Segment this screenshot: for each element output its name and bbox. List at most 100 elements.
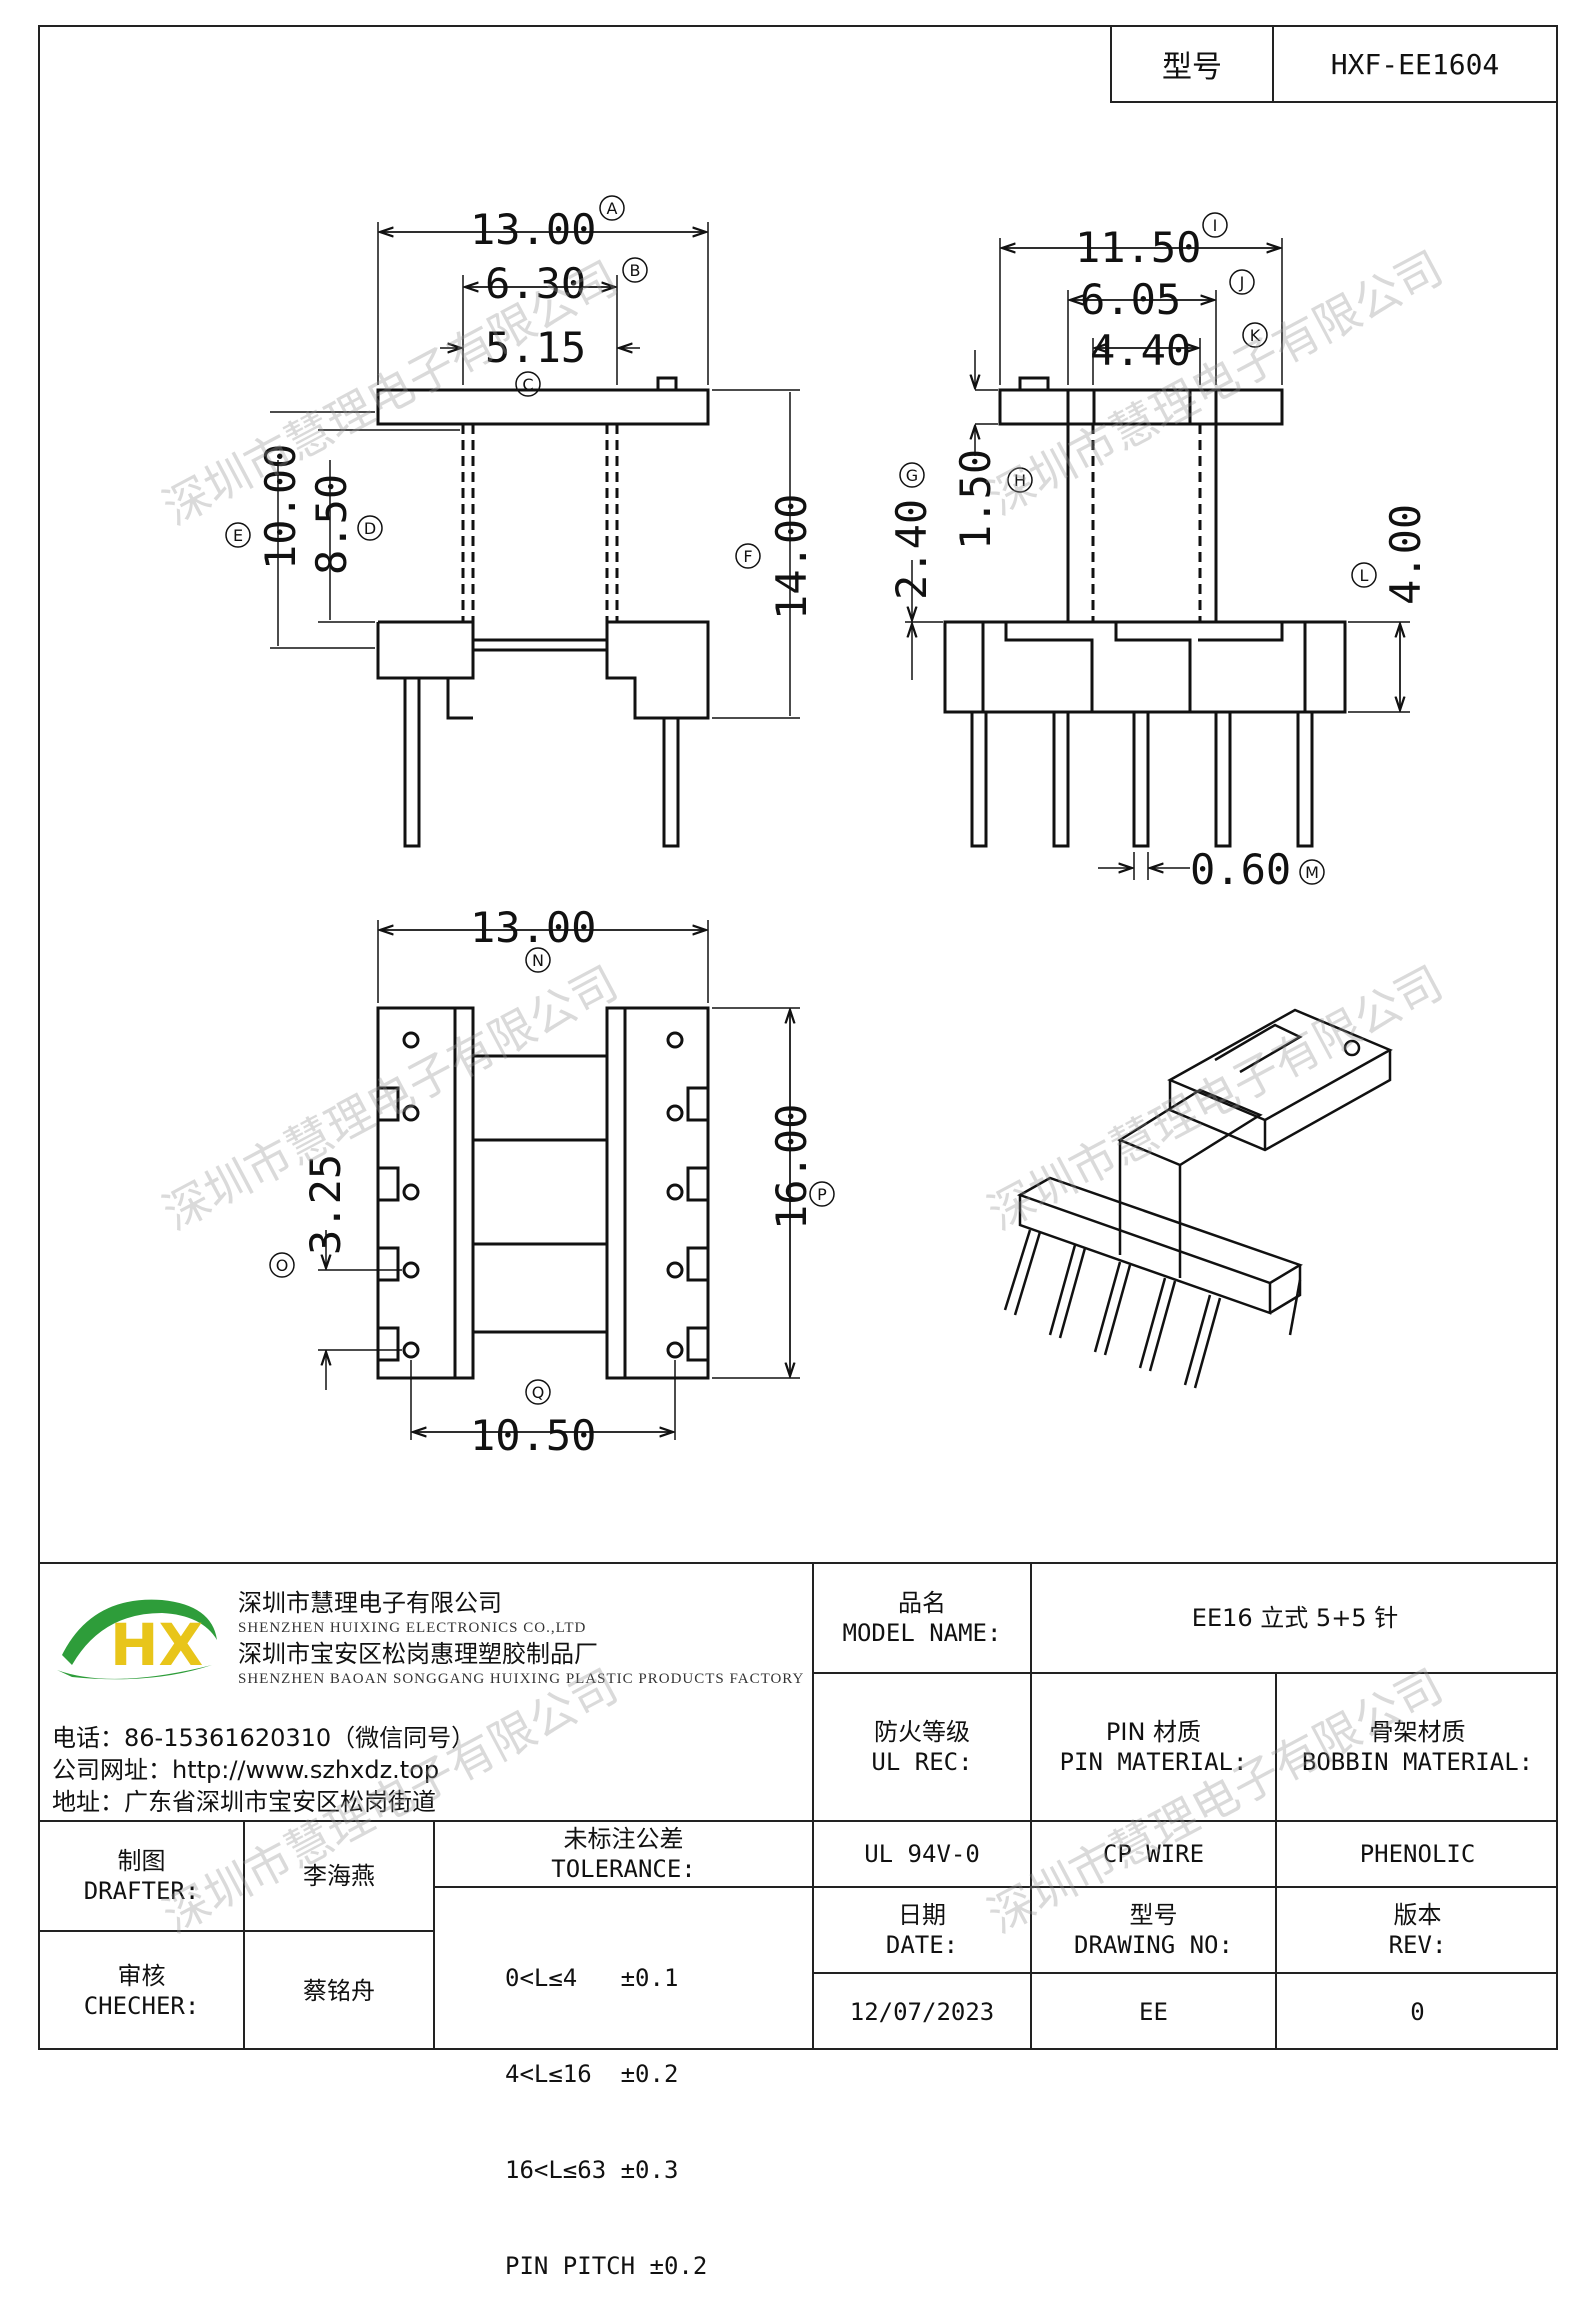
titleblock-hline-1 [812,1672,1558,1674]
svg-text:E: E [233,526,243,545]
bobbin-material-label-en: BOBBIN MATERIAL: [1301,1748,1534,1776]
drafter-label-cn: 制图 [117,1847,166,1875]
contact-address: 地址：广东省深圳市宝安区松岗街道 [52,1788,436,1816]
dim-B-text: 6.30 [485,259,586,308]
checker-label-cn: 审核 [117,1962,166,1990]
fire-rating-label-cn: 防火等级 [874,1718,970,1746]
callout-M: M [1299,859,1325,885]
logo-text: HX [110,1611,203,1679]
drawing-no-label-cn: 型号 [1129,1901,1178,1929]
fire-rating-label-en: UL REC: [871,1748,973,1776]
titleblock-vline-5 [243,1820,245,2050]
drawing-no-label: 型号 DRAWING NO: [1032,1888,1275,1972]
fire-rating-value: UL 94V-0 [864,1840,980,1868]
svg-text:L: L [1360,566,1369,585]
front-view [270,222,800,848]
pin-material-label-cn: PIN 材质 [1105,1718,1202,1746]
callout-O: O [269,1252,295,1278]
tolerance-label: 未标注公差 TOLERANCE: [435,1822,812,1886]
svg-text:O: O [276,1256,289,1275]
svg-text:C: C [522,375,533,394]
svg-text:Q: Q [532,1383,545,1402]
product-name-label-en: MODEL NAME: [842,1619,1002,1647]
dim-H-text: 1.50 [951,449,1000,550]
tolerance-line: PIN PITCH ±0.2 [505,2252,708,2280]
dim-I-text: 11.50 [1075,223,1201,272]
date-label-cn: 日期 [898,1901,946,1929]
contact-block: 电话：86-15361620310（微信同号） 公司网址：http://www.… [52,1722,475,1818]
titleblock-vline-4 [812,1820,814,2050]
date-value: 12/07/2023 [849,1998,995,2026]
callout-A: A [599,195,625,221]
callout-P: P [809,1181,835,1207]
company-name-en: SHENZHEN HUIXING ELECTRONICS CO.,LTD [238,1620,587,1637]
company-name-block: 深圳市慧理电子有限公司 SHENZHEN HUIXING ELECTRONICS… [238,1588,804,1689]
svg-text:K: K [1250,326,1261,345]
titleblock-vline-2 [1030,1562,1032,2050]
callout-I: I [1202,212,1228,238]
product-name-label-cn: 品名 [898,1589,946,1617]
dim-P-text: 16.00 [767,1104,816,1230]
callout-G: G [899,462,925,488]
tolerance-label-cn: 未标注公差 [563,1825,684,1853]
callout-B: B [622,257,648,283]
isometric-view [1003,1008,1393,1389]
drafter-label-en: DRAFTER: [83,1877,200,1905]
tolerance-line: 0<L≤4 ±0.1 [505,1964,679,1992]
callout-H: H [1007,467,1033,493]
dim-D-text: 8.50 [307,474,356,575]
bottom-view [318,920,800,1440]
date-label: 日期 DATE: [814,1888,1030,1972]
revision-label-en: REV: [1388,1931,1447,1959]
factory-name-en: SHENZHEN BAOAN SONGGANG HUIXING PLASTIC … [238,1670,805,1687]
callout-C: C [515,371,541,397]
svg-text:M: M [1305,863,1319,882]
company-name-cn: 深圳市慧理电子有限公司 [238,1589,502,1617]
revision-label: 版本 REV: [1277,1888,1558,1972]
bobbin-material-label-cn: 骨架材质 [1369,1718,1466,1746]
dim-O-text: 3.25 [301,1154,350,1255]
titleblock-hline-4 [812,1972,1558,1974]
dim-C-text: 5.15 [485,323,586,372]
dim-J-text: 6.05 [1080,275,1181,324]
drafter-value: 李海燕 [303,1862,375,1890]
svg-text:J: J [1239,273,1245,292]
titleblock-hline-3 [812,1886,1558,1888]
drafter-label: 制图 DRAFTER: [40,1822,243,1930]
callout-J: J [1229,269,1255,295]
pin-material-label-en: PIN MATERIAL: [1059,1748,1248,1776]
titleblock-hline-6 [433,1886,812,1888]
tolerance-label-en: TOLERANCE: [551,1855,696,1883]
bobbin-material-value: PHENOLIC [1359,1840,1476,1868]
callout-E: E [225,522,251,548]
side-view [905,238,1410,880]
drawing-no-label-en: DRAWING NO: [1074,1931,1233,1959]
dim-N-text: 13.00 [470,903,596,952]
pin-material-value: CP WIRE [1102,1840,1205,1868]
svg-text:D: D [364,519,376,538]
pin-material-label: PIN 材质 PIN MATERIAL: [1032,1674,1275,1820]
drawing-no-value: EE [1139,1998,1168,2026]
checker-value: 蔡铭舟 [303,1977,375,2005]
svg-text:I: I [1213,216,1218,235]
dim-M-text: 0.60 [1190,845,1291,894]
dim-E-text: 10.00 [256,444,305,570]
factory-name-cn: 深圳市宝安区松岗惠理塑胶制品厂 [238,1639,598,1668]
dim-Q-text: 10.50 [470,1411,596,1460]
date-label-en: DATE: [885,1931,959,1959]
bobbin-material-label: 骨架材质 BOBBIN MATERIAL: [1277,1674,1558,1820]
model-label: 型号 [1112,27,1274,101]
titleblock-hline-2 [38,1820,1558,1822]
titleblock-top-line [38,1562,1558,1564]
revision-value: 0 [1410,1998,1425,2026]
product-name-value-text: EE16 立式 5+5 针 [1191,1604,1399,1632]
titleblock-vline-3 [1275,1672,1277,2050]
checker-label-en: CHECHER: [83,1992,200,2020]
titleblock-hline-5 [38,1930,433,1932]
svg-text:P: P [817,1185,827,1204]
titleblock-vline-1 [812,1562,814,1822]
revision-label-cn: 版本 [1393,1901,1442,1929]
dim-L-text: 4.00 [1381,504,1430,605]
callout-L: L [1351,562,1377,588]
callout-D: D [357,515,383,541]
